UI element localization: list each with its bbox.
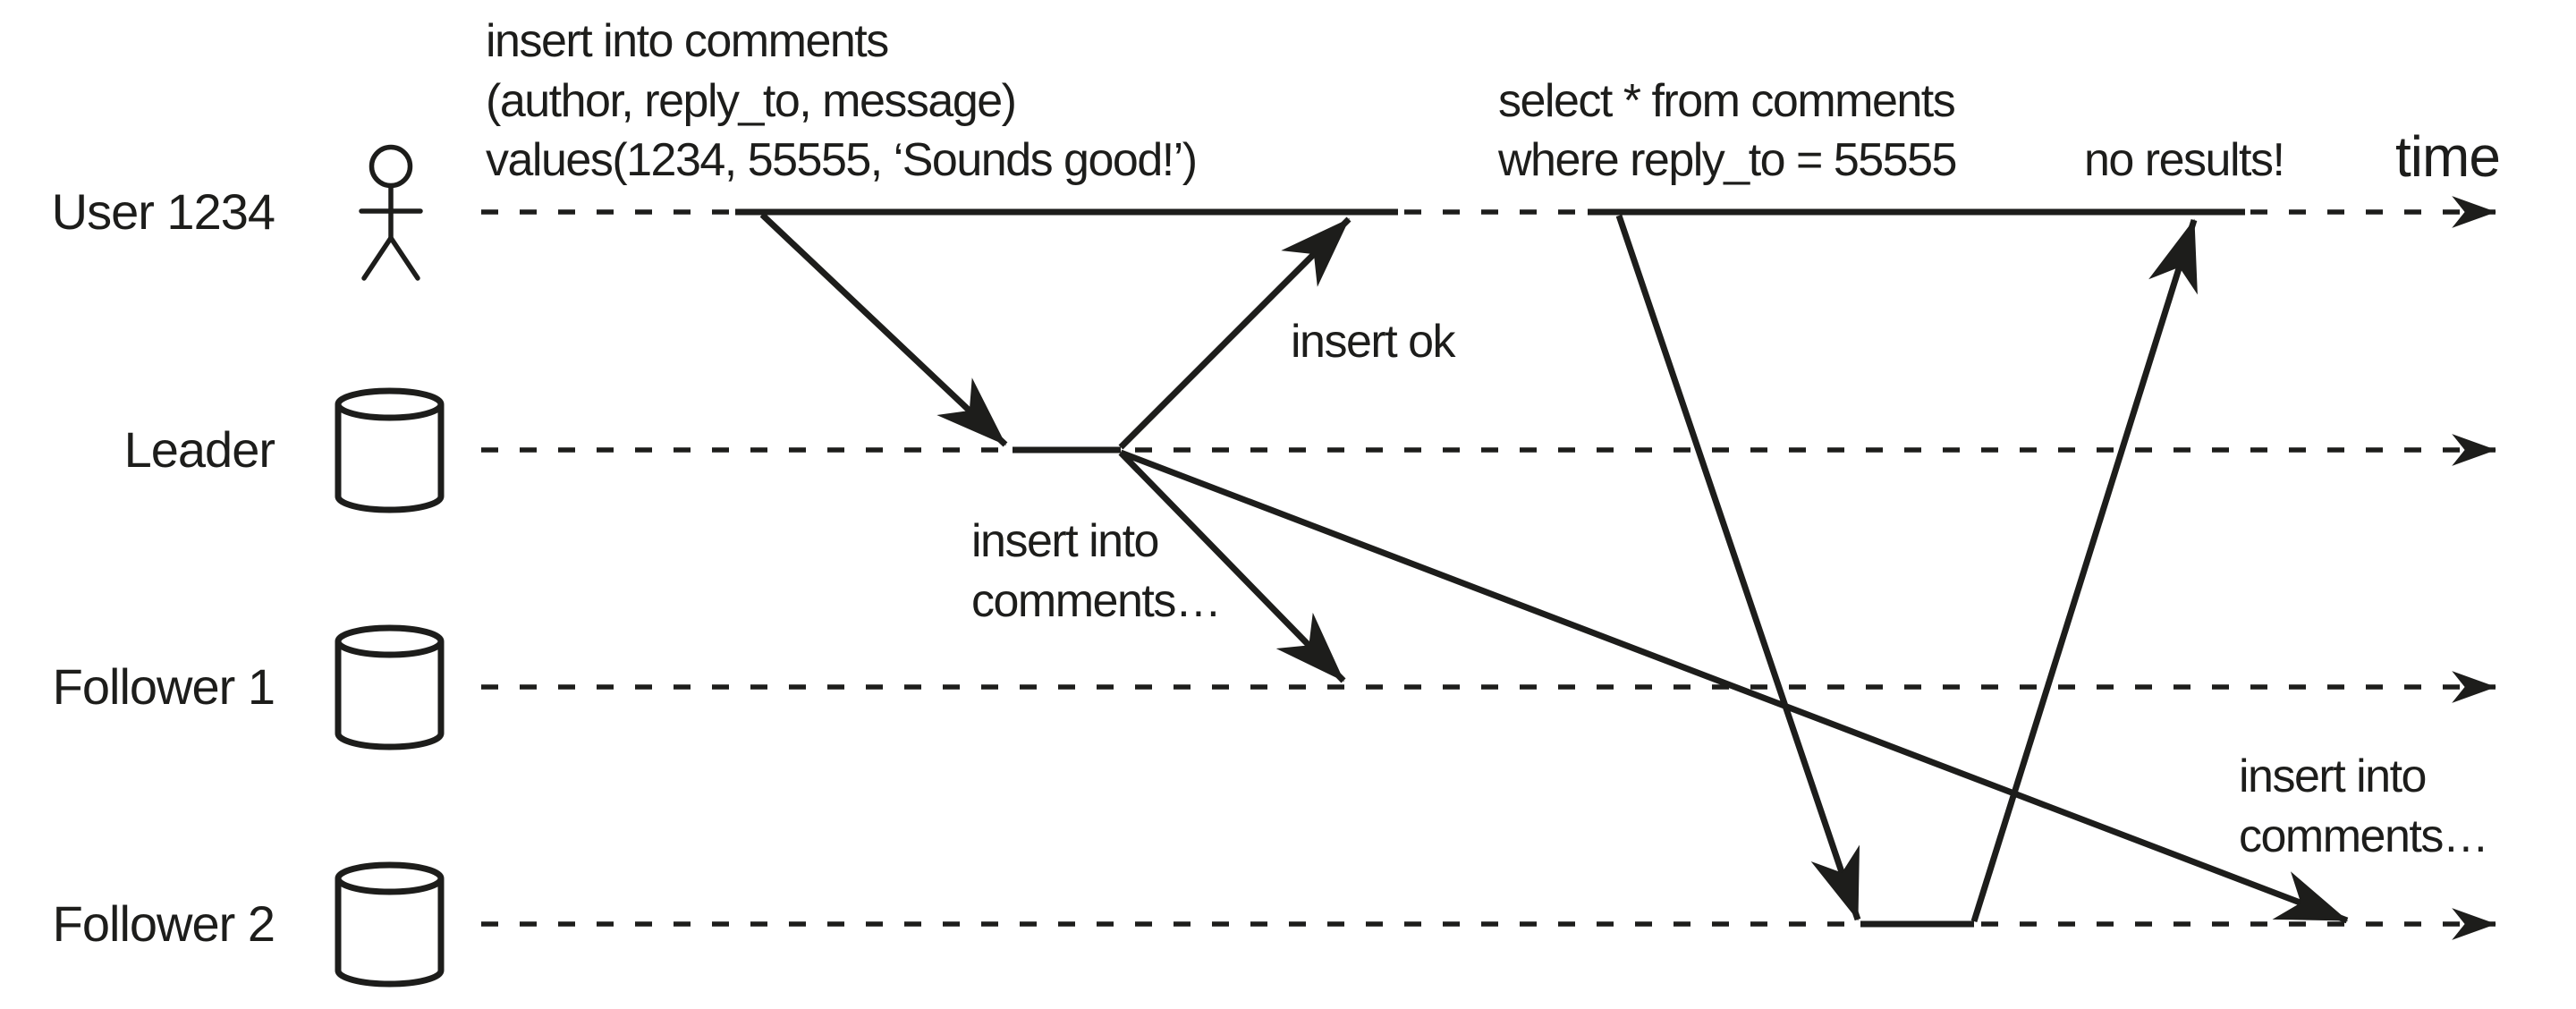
insert-query-label: insert into comments (author, reply_to, … [486,15,1198,186]
replication-label-left: insert into comments… [971,515,1222,627]
insert-ok-label: insert ok [1291,316,1457,368]
lane-label: Follower 1 [53,658,275,715]
select-query-line2: where reply_to = 55555 [1497,134,1956,186]
lane-follower-2: Follower 2 [53,861,2496,988]
replication-label-right: insert into comments… [2239,750,2489,862]
arrow-no-results-response [1970,218,2198,923]
lane-leader: Leader [124,387,2496,513]
lane-user-1234: User 1234 [52,144,2496,281]
insert-query-line3: values(1234, 55555, ‘Sounds good!’) [486,134,1197,186]
arrow-replicate-to-follower1 [1118,450,1346,683]
arrow-select-request [1615,214,1861,921]
active-segments [735,208,2245,928]
lane-label: Follower 2 [53,895,275,952]
database-icon [335,624,445,750]
lane-follower-1: Follower 1 [53,624,2496,750]
no-results-label: no results! [2084,134,2284,186]
lane-label: Leader [124,421,275,478]
insert-query-line2: (author, reply_to, message) [486,75,1016,127]
replicate-right-line1: insert into [2239,750,2426,802]
lane-label: User 1234 [52,183,275,240]
person-icon [359,144,423,281]
message-arrows [759,212,2349,924]
arrow-insert-ok-response [1118,216,1352,450]
time-axis-label: time [2395,124,2500,189]
select-query-line1: select * from comments [1498,75,1955,127]
replicate-left-line1: insert into [971,515,1158,567]
insert-query-line1: insert into comments [486,15,888,67]
database-icon [335,387,445,513]
replicate-left-line2: comments… [971,575,1220,627]
arrow-replicate-to-follower2 [1119,449,2349,924]
database-icon [335,861,445,988]
replicate-right-line2: comments… [2239,810,2487,862]
arrow-insert-request [759,212,1008,447]
select-query-label: select * from comments where reply_to = … [1497,75,1957,186]
